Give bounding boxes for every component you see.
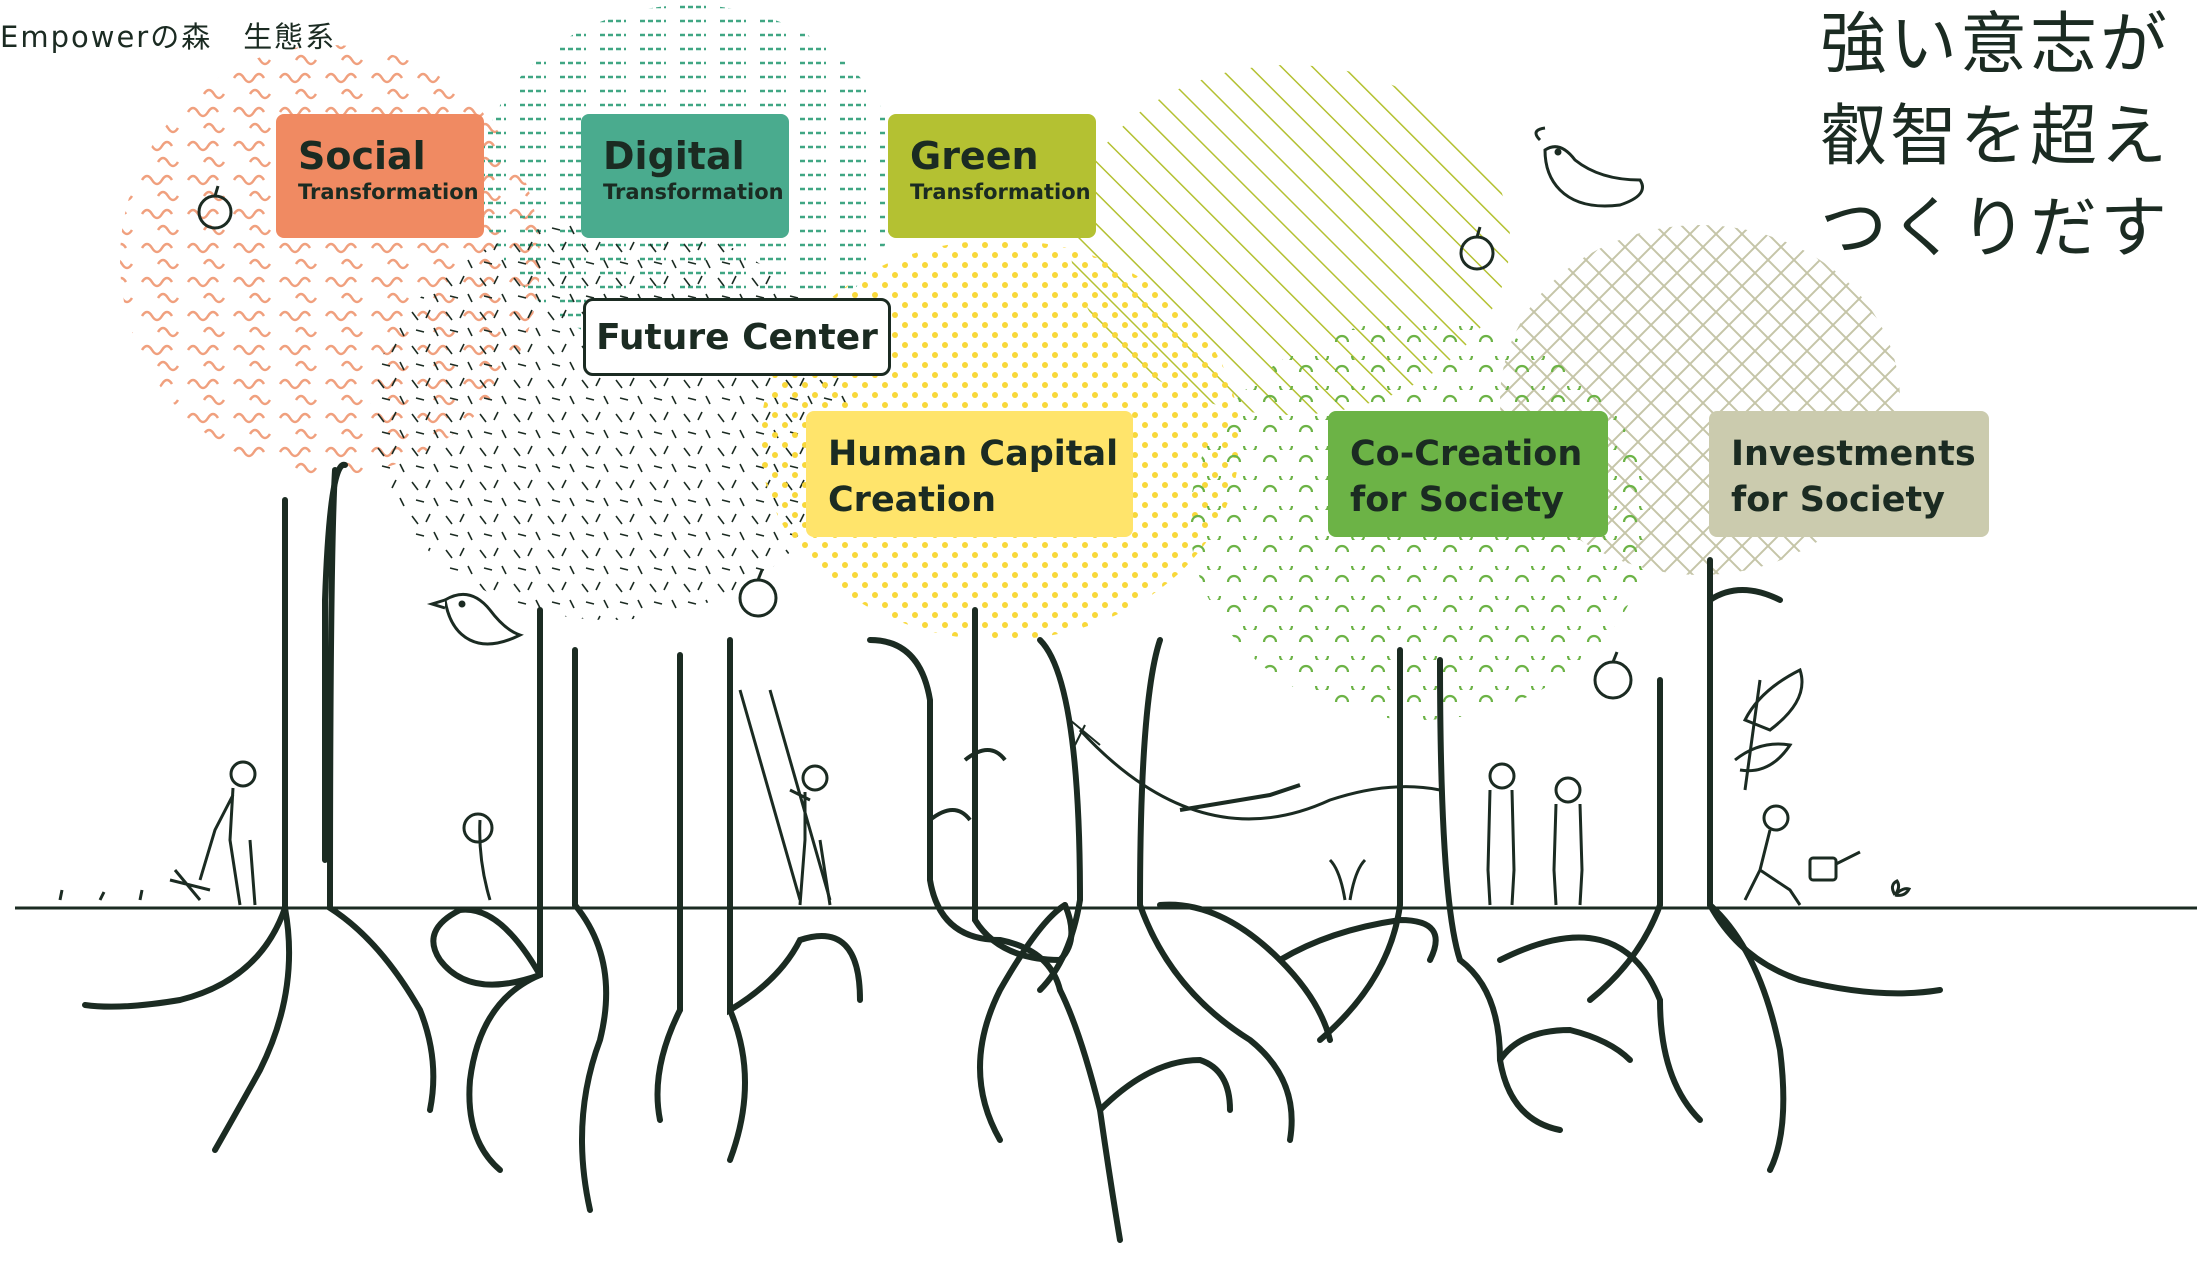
plant-icon [58,667,1912,901]
investments-line-1: Investments [1731,434,1976,474]
human-capital-line-2: Creation [828,480,996,520]
social-transformation-label[interactable]: Social Transformation [276,114,484,238]
future-center-label[interactable]: Future Center [583,298,891,376]
dove-icon [1534,126,1644,208]
investments-line-2: for Society [1731,480,1945,520]
co-creation-for-society-label[interactable]: Co-Creation for Society [1328,411,1608,537]
co-creation-line-2: for Society [1350,480,1564,520]
headline: 強い意志が 叡智を超え つくりだす [1820,0,2170,274]
green-title: Green [910,134,1039,178]
green-transformation-label[interactable]: Green Transformation [888,114,1096,238]
apple-icon [197,185,1633,700]
investments-for-society-label[interactable]: Investments for Society [1709,411,1989,537]
page-title: Empowerの森 生態系 [0,20,337,54]
bird-icon [426,592,524,646]
headline-line-3: つくりだす [1820,189,2170,267]
headline-line-1: 強い意志が [1820,5,2170,83]
watering-can-icon [1808,850,1861,882]
headline-line-2: 叡智を超え [1820,97,2170,175]
person-icon [169,689,1802,906]
digital-transformation-label[interactable]: Digital Transformation [581,114,789,238]
human-capital-line-1: Human Capital [828,434,1119,474]
social-title: Social [298,134,426,178]
digital-subtitle: Transformation [603,180,784,204]
digital-title: Digital [603,134,745,178]
social-subtitle: Transformation [298,180,479,204]
human-capital-creation-label[interactable]: Human Capital Creation [806,411,1133,537]
hammock-icon [1069,719,1441,821]
co-creation-line-1: Co-Creation [1350,434,1583,474]
green-subtitle: Transformation [910,180,1091,204]
